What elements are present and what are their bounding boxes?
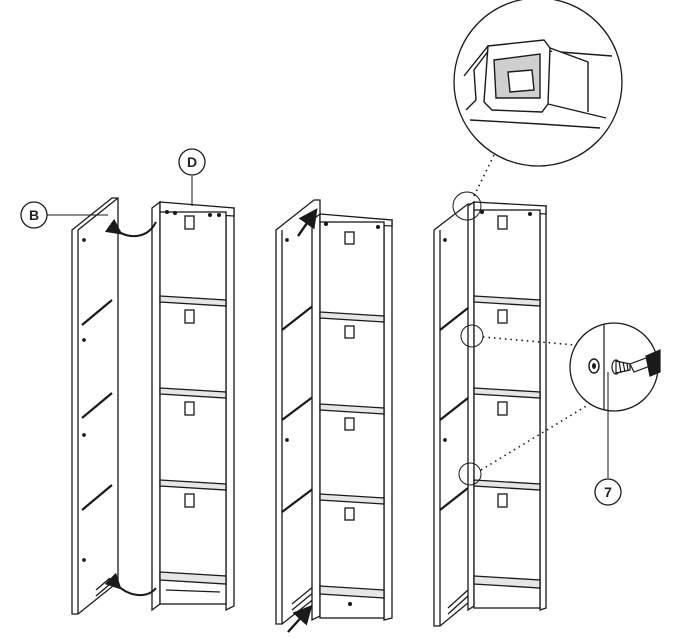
- callout-d: D: [178, 148, 206, 176]
- magnifier-callout-icon: [453, 0, 623, 167]
- label-b: B: [29, 207, 39, 223]
- label-7: 7: [604, 484, 612, 500]
- callout-7: 7: [594, 478, 622, 506]
- insert-arrow-icon: [297, 208, 318, 237]
- frame-d: [151, 200, 235, 612]
- rotate-arrow-icon: [104, 572, 157, 596]
- callout-b: B: [20, 201, 48, 229]
- step-3-group: [433, 191, 547, 627]
- screwdriver-icon: [629, 349, 661, 377]
- screw-icon: [611, 359, 631, 375]
- insert-arrow-icon: [287, 604, 313, 633]
- side-panel-b: [71, 197, 119, 615]
- screw-detail-callout: [569, 322, 661, 412]
- step-1-group: [47, 176, 235, 615]
- detail-circle-mid: [460, 324, 484, 348]
- label-d: D: [187, 154, 197, 170]
- detail-circle-low: [458, 462, 482, 486]
- step-2-group: [275, 199, 393, 633]
- rotate-arrow-icon: [104, 218, 157, 238]
- detail-circle-top: [452, 191, 482, 221]
